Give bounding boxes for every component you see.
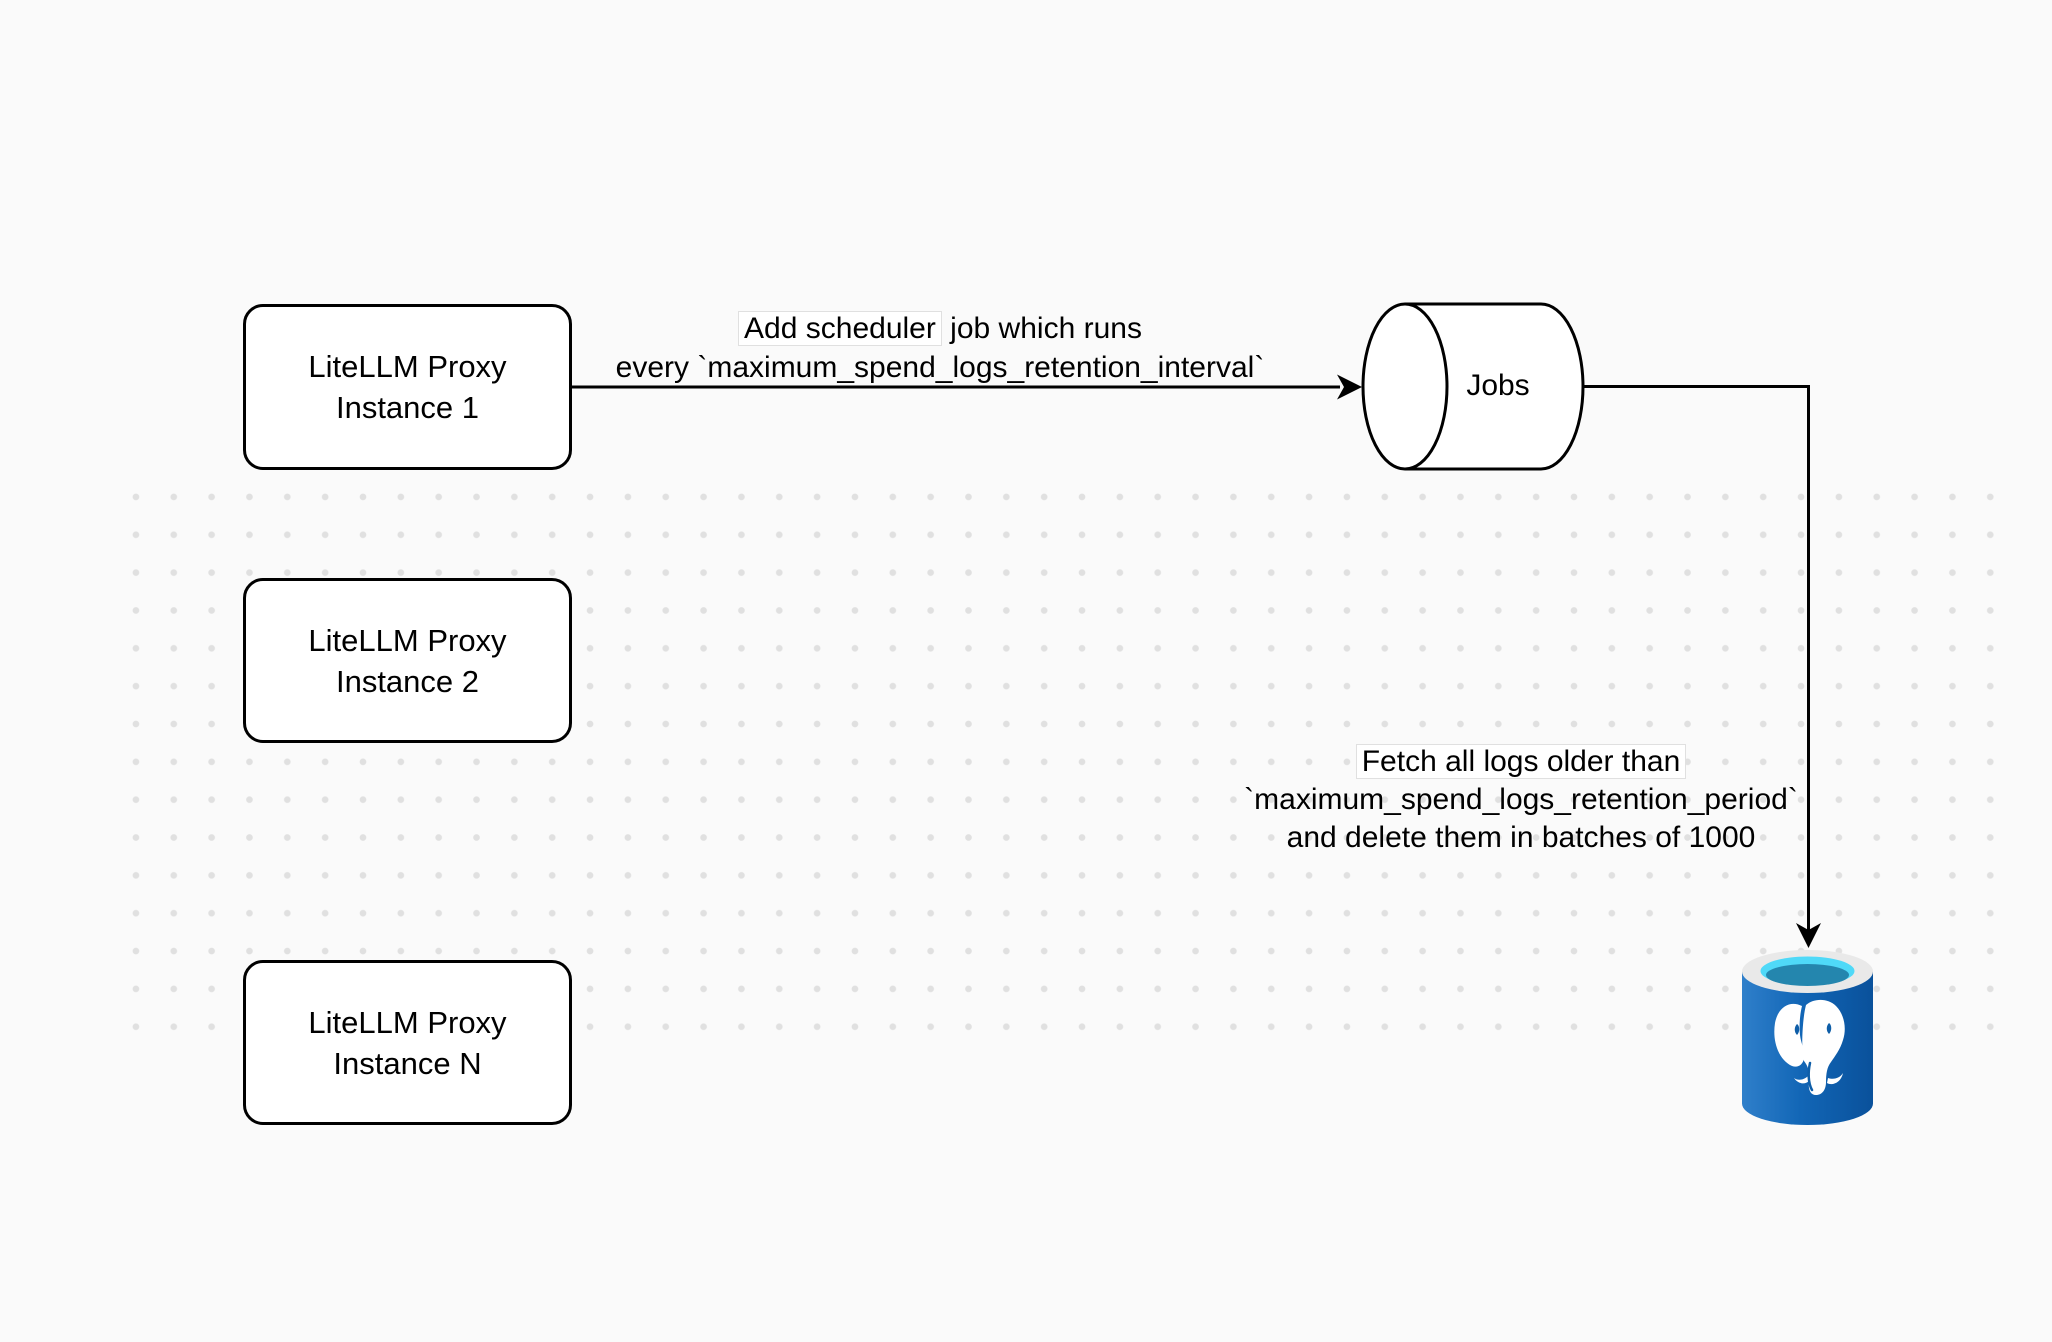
node-label-line2: Instance 1 <box>335 390 480 425</box>
node-label-line1: LiteLLM Proxy <box>308 349 507 384</box>
postgres-elephant-icon <box>1774 999 1845 1095</box>
node-litellm-proxy-instance-2: LiteLLM Proxy Instance 2 <box>243 578 572 743</box>
fetch-edge-arrow <box>1583 385 1821 948</box>
arrowhead-right-icon <box>1337 374 1362 400</box>
node-label-line2: Instance N <box>333 1045 482 1081</box>
postgresql-database-icon <box>1742 950 1873 1125</box>
jobs-queue-label: Jobs <box>1466 369 1530 402</box>
jobs-queue-shape <box>1361 302 1585 471</box>
node-label-line1: LiteLLM Proxy <box>308 1004 507 1040</box>
schedule-edge-label-boxed-text: Add scheduler <box>738 311 942 346</box>
schedule-edge-label-line1: Add scheduler job which runs <box>560 309 1320 348</box>
schedule-edge-label-line2: every `maximum_spend_logs_retention_inte… <box>615 351 1265 384</box>
schedule-edge-label-rest-text: job which runs <box>941 312 1142 345</box>
fetch-edge-label-line2: `maximum_spend_logs_retention_period` <box>1244 783 1798 816</box>
schedule-edge-label: Add scheduler job which runs every `maxi… <box>560 309 1320 387</box>
node-label-line2: Instance 2 <box>335 663 480 699</box>
database-top-liquid <box>1766 964 1849 986</box>
schedule-edge-arrow <box>572 374 1362 400</box>
node-litellm-proxy-instance-1: LiteLLM Proxy Instance 1 <box>243 304 572 470</box>
node-label-line1: LiteLLM Proxy <box>308 622 507 658</box>
fetch-edge-label: Fetch all logs older than `maximum_spend… <box>1181 743 1861 857</box>
canvas-dot-grid <box>117 478 2005 1048</box>
node-litellm-proxy-instance-n: LiteLLM Proxy Instance N <box>243 960 572 1125</box>
fetch-edge-label-line3: and delete them in batches of 1000 <box>1286 821 1756 854</box>
arrowhead-down-icon <box>1796 923 1821 948</box>
fetch-edge-label-line1: Fetch all logs older than <box>1181 743 1861 781</box>
fetch-edge-label-boxed-text: Fetch all logs older than <box>1355 744 1687 779</box>
